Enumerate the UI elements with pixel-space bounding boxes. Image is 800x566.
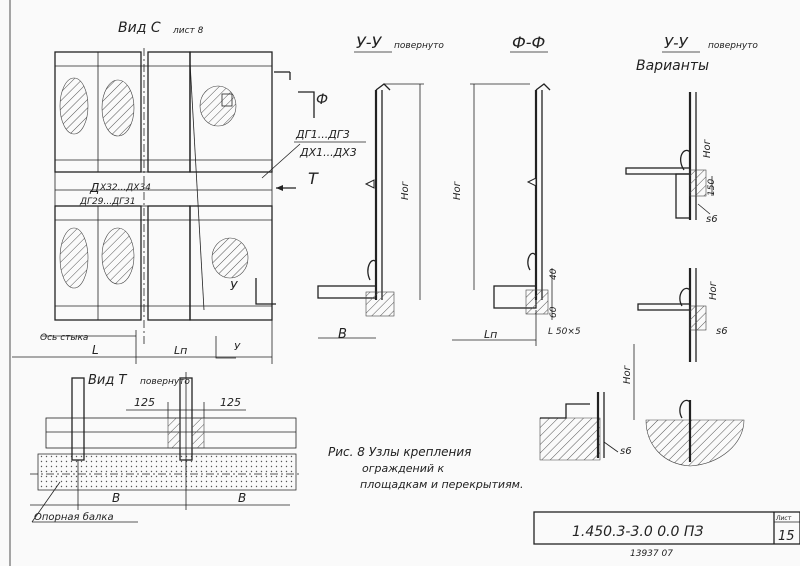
joint-axis-label: Ось стыка [40,333,88,343]
h-og-5: Hог [622,364,633,384]
dim-ln: Lп [174,344,187,357]
dg-top-mark: ДГ1...ДГ3 [295,128,350,141]
slab-variant [645,419,745,467]
arrow-t-right-mark: Т [308,169,319,188]
section-y: У-У повернуто Hог В [317,33,444,342]
view-t-title: Вид Т [88,373,127,388]
arrow-y-bottom-mark: У [234,342,241,353]
s6-a: s6 [706,214,718,225]
dim-b: В [338,327,347,342]
dim-60: 60 [549,306,559,318]
dim-l: L [92,343,99,357]
caption-line-3: площадкам и перекрытиям. [360,478,523,491]
section-yv-variants: Варианты [636,58,709,74]
h-og-3: Hог [702,138,713,158]
support-beam-label: Опорная балка [34,511,114,523]
h-og-2: Hог [452,180,463,200]
dim-125b: 125 [220,396,241,409]
mesh-fill-4 [59,227,89,289]
view-t-note: повернуто [140,377,190,387]
section-f-title: Ф-Ф [512,33,545,52]
mesh-fill-2 [101,79,135,137]
mesh-fill-6 [211,237,249,279]
dg-left-mark: ДГ29...ДГ31 [79,197,136,207]
h-og-1: Hог [400,180,411,200]
section-y-note: повернуто [394,41,444,51]
mesh-fill-3 [199,85,237,127]
section-yv: У-У повернуто Варианты Hог 150 s6 Hог s6… [539,34,758,467]
panel-6 [189,205,273,321]
dx-left-mark: Д [89,181,99,195]
caption: Рис. 8 Узлы крепления ограждений к площа… [328,445,523,491]
arrow-y-mark: У [230,279,238,293]
section-yv-note: повернуто [708,41,758,51]
panel-2 [147,51,191,173]
dim-ln2: Lп [484,328,497,341]
section-y-title: У-У [356,33,383,52]
section-f: Ф-Ф Hог 40 60 Lп L 50×5 [452,33,581,346]
stamp-code: 1.450.3-3.0 0.0 ПЗ [572,524,703,540]
title-stamp: 1.450.3-3.0 0.0 ПЗ Лист 15 13937 07 [533,511,800,559]
stamp-sheet-label: Лист [775,515,792,522]
view-c-ref: лист 8 [172,26,204,36]
angle-label: L 50×5 [548,327,581,337]
section-yv-title: У-У [664,34,689,52]
s6-c: s6 [620,446,632,457]
view-t: Вид Т повернуто 125 125 В В Опорная балк… [30,372,300,523]
dx-left-sub: ХЗ2...ДХ34 [99,183,151,193]
caption-line-1: Рис. 8 Узлы крепления [328,445,471,459]
view-c: Вид С лист 8 Д ХЗ2...ДХ34 ДГ29...ДГ31 Д [12,20,366,364]
mesh-fill-5 [101,227,135,285]
caption-line-2: ограждений к [362,462,445,475]
arrow-f-mark: Ф [316,92,328,108]
mesh-fill-1 [59,77,89,135]
dim-125a: 125 [134,396,155,409]
dim-b3: В [238,491,246,505]
stamp-archive-number: 13937 07 [630,549,673,559]
s6-b: s6 [716,326,728,337]
dim-150: 150 [707,179,717,196]
dim-40: 40 [549,268,559,280]
view-c-title: Вид С [118,20,161,36]
stamp-sheet-number: 15 [778,529,795,544]
dh-top-mark: ДХ1...ДХ3 [299,146,357,159]
panel-5 [147,205,191,321]
dim-b2: В [112,491,120,505]
h-og-4: Hог [708,280,719,300]
